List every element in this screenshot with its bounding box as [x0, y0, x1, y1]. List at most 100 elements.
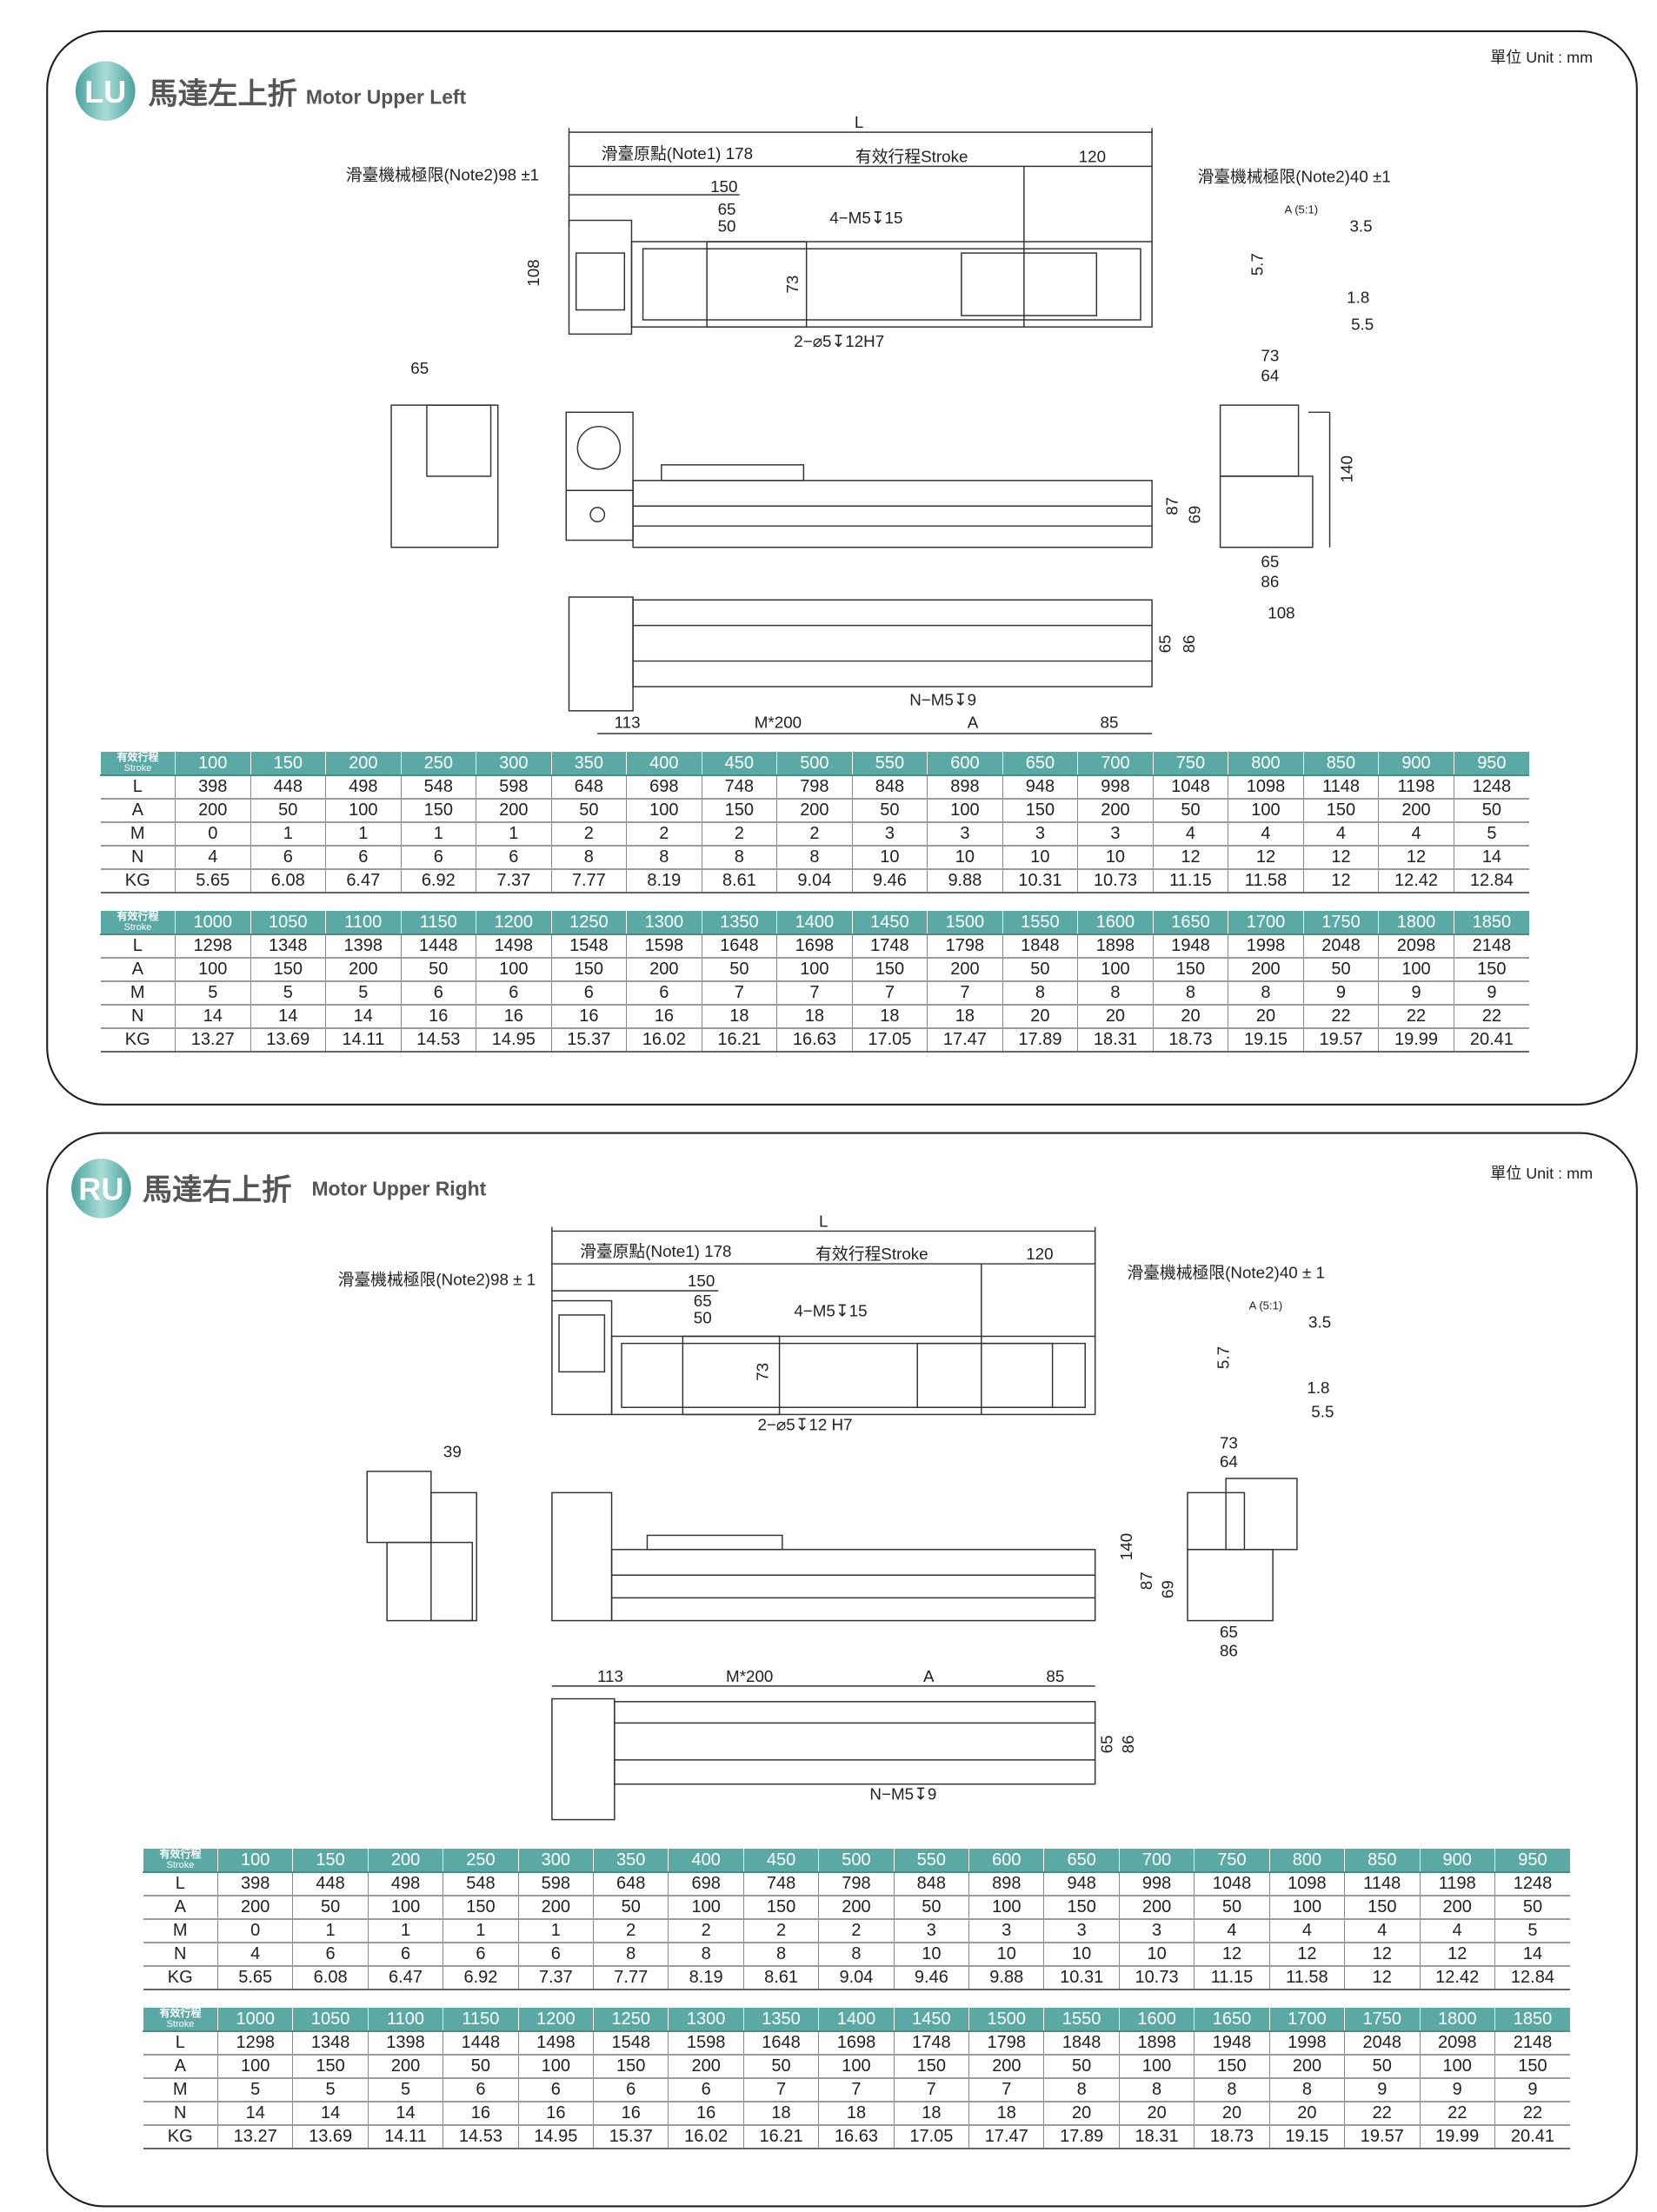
value-cell: 11.58	[1228, 869, 1304, 893]
value-cell: 19.15	[1268, 2125, 1345, 2149]
value-cell: 17.47	[968, 2125, 1044, 2149]
stroke-value-cell: 950	[1453, 752, 1529, 776]
value-cell: 150	[701, 799, 777, 823]
value-cell: 200	[367, 2055, 443, 2079]
value-cell: 22	[1494, 2102, 1570, 2126]
value-cell: 1248	[1494, 1872, 1570, 1896]
dim-5-5: 5.5	[1351, 315, 1374, 333]
value-cell: 150	[1194, 2055, 1270, 2079]
value-cell: 13.27	[175, 1028, 251, 1053]
value-cell: 5.65	[216, 1966, 293, 1990]
dim-a: A	[968, 713, 979, 731]
value-cell: 16	[593, 2102, 669, 2126]
value-cell: 798	[776, 775, 853, 800]
value-cell: 7.37	[476, 869, 552, 893]
value-cell: 150	[851, 958, 928, 982]
value-cell: 150	[550, 958, 627, 982]
dim-65: 65	[718, 200, 736, 218]
value-cell: 1998	[1228, 934, 1304, 959]
stroke-value-cell: 1600	[1077, 911, 1154, 935]
value-cell: 1398	[367, 2031, 443, 2056]
value-cell: 16.02	[668, 2125, 744, 2149]
value-cell: 1248	[1453, 775, 1529, 800]
value-cell: 200	[1419, 1896, 1495, 1920]
stroke-value-cell: 1700	[1228, 911, 1304, 935]
value-cell: 8	[776, 846, 853, 870]
row-label-cell: M	[100, 981, 176, 1006]
stroke-value-cell: 1600	[1118, 2008, 1195, 2032]
row-label-cell: KG	[143, 2125, 218, 2149]
value-cell: 448	[292, 1872, 369, 1896]
value-cell: 10	[851, 846, 928, 870]
value-cell: 17.89	[1043, 2125, 1120, 2149]
value-cell: 20	[1043, 2102, 1120, 2126]
value-cell: 2	[818, 1919, 895, 1943]
value-cell: 8	[742, 1943, 819, 1967]
stroke-value-cell: 1350	[742, 2008, 819, 2032]
value-cell: 1598	[626, 934, 702, 959]
value-cell: 9	[1302, 981, 1379, 1006]
value-cell: 18	[742, 2102, 819, 2126]
value-cell: 200	[216, 1896, 293, 1920]
value-cell: 50	[250, 799, 326, 823]
value-cell: 1698	[818, 2031, 895, 2056]
value-cell: 8	[550, 846, 627, 870]
value-cell: 10	[927, 846, 1003, 870]
value-cell: 16	[550, 1005, 627, 1029]
value-cell: 8.61	[742, 1966, 819, 1990]
value-cell: 14.53	[400, 1028, 476, 1053]
stroke-header-en: Stroke	[166, 2019, 195, 2029]
dim-3-5: 3.5	[1308, 1313, 1331, 1332]
value-cell: 6	[443, 1943, 519, 1967]
value-cell: 12	[1268, 1943, 1345, 1967]
value-cell: 1	[367, 1919, 443, 1943]
value-cell: 50	[1043, 2055, 1120, 2079]
value-cell: 200	[175, 799, 251, 823]
row-label-cell: A	[100, 958, 176, 982]
dim-stroke: 有效行程Stroke	[815, 1245, 928, 1263]
value-cell: 8	[668, 1943, 744, 1967]
stroke-value-cell: 500	[776, 752, 853, 776]
value-cell: 9	[1344, 2078, 1420, 2102]
dim-69: 69	[1186, 506, 1204, 524]
ru-dimension-labels: L 滑臺原點(Note1) 178 有效行程Stroke 120 滑臺機械極限(…	[338, 1212, 1334, 1803]
value-cell: 9.88	[927, 869, 1003, 893]
value-cell: 6	[476, 981, 552, 1006]
value-cell: 1498	[517, 2031, 594, 2056]
value-cell: 12	[1302, 869, 1379, 893]
stroke-value-cell: 550	[893, 1849, 969, 1873]
value-cell: 4	[175, 846, 251, 870]
value-cell: 1098	[1228, 775, 1304, 800]
value-cell: 6	[668, 2078, 744, 2102]
dim-50: 50	[718, 217, 736, 236]
dim-65-bottom: 65	[1155, 634, 1174, 653]
value-cell: 6	[367, 1943, 443, 1967]
stroke-value-cell: 1350	[701, 911, 777, 935]
value-cell: 6	[626, 981, 702, 1006]
dim-3-5: 3.5	[1349, 217, 1372, 236]
value-cell: 150	[893, 2055, 969, 2079]
stroke-header-en: Stroke	[166, 1860, 195, 1870]
value-cell: 100	[776, 958, 853, 982]
value-cell: 848	[893, 1872, 969, 1896]
value-cell: 10	[893, 1943, 969, 1967]
stroke-value-cell: 750	[1194, 1849, 1270, 1873]
stroke-value-cell: 800	[1268, 1849, 1345, 1873]
value-cell: 1148	[1302, 775, 1379, 800]
value-cell: 948	[1043, 1872, 1120, 1896]
stroke-header-en: Stroke	[123, 922, 152, 933]
stroke-value-cell: 150	[292, 1849, 369, 1873]
value-cell: 598	[476, 775, 552, 800]
value-cell: 8	[1152, 981, 1228, 1006]
dim-65: 65	[694, 1292, 712, 1310]
value-cell: 1	[517, 1919, 594, 1943]
value-cell: 100	[1419, 2055, 1495, 2079]
value-cell: 15.37	[593, 2125, 669, 2149]
